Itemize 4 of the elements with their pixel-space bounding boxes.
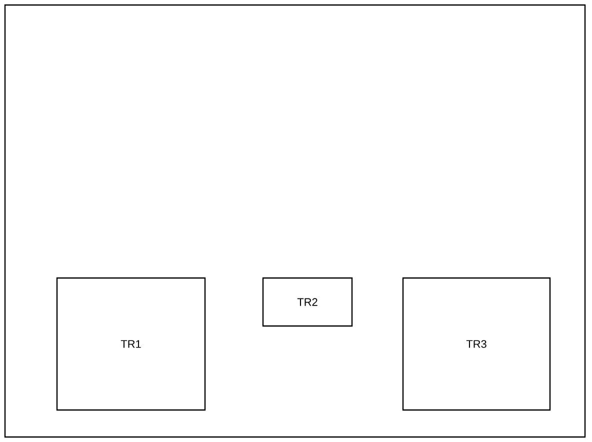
frame-box — [4, 4, 586, 438]
component-box: TR2 — [262, 277, 353, 327]
component-box: TR1 — [56, 277, 206, 411]
component-box: TR3 — [402, 277, 551, 411]
